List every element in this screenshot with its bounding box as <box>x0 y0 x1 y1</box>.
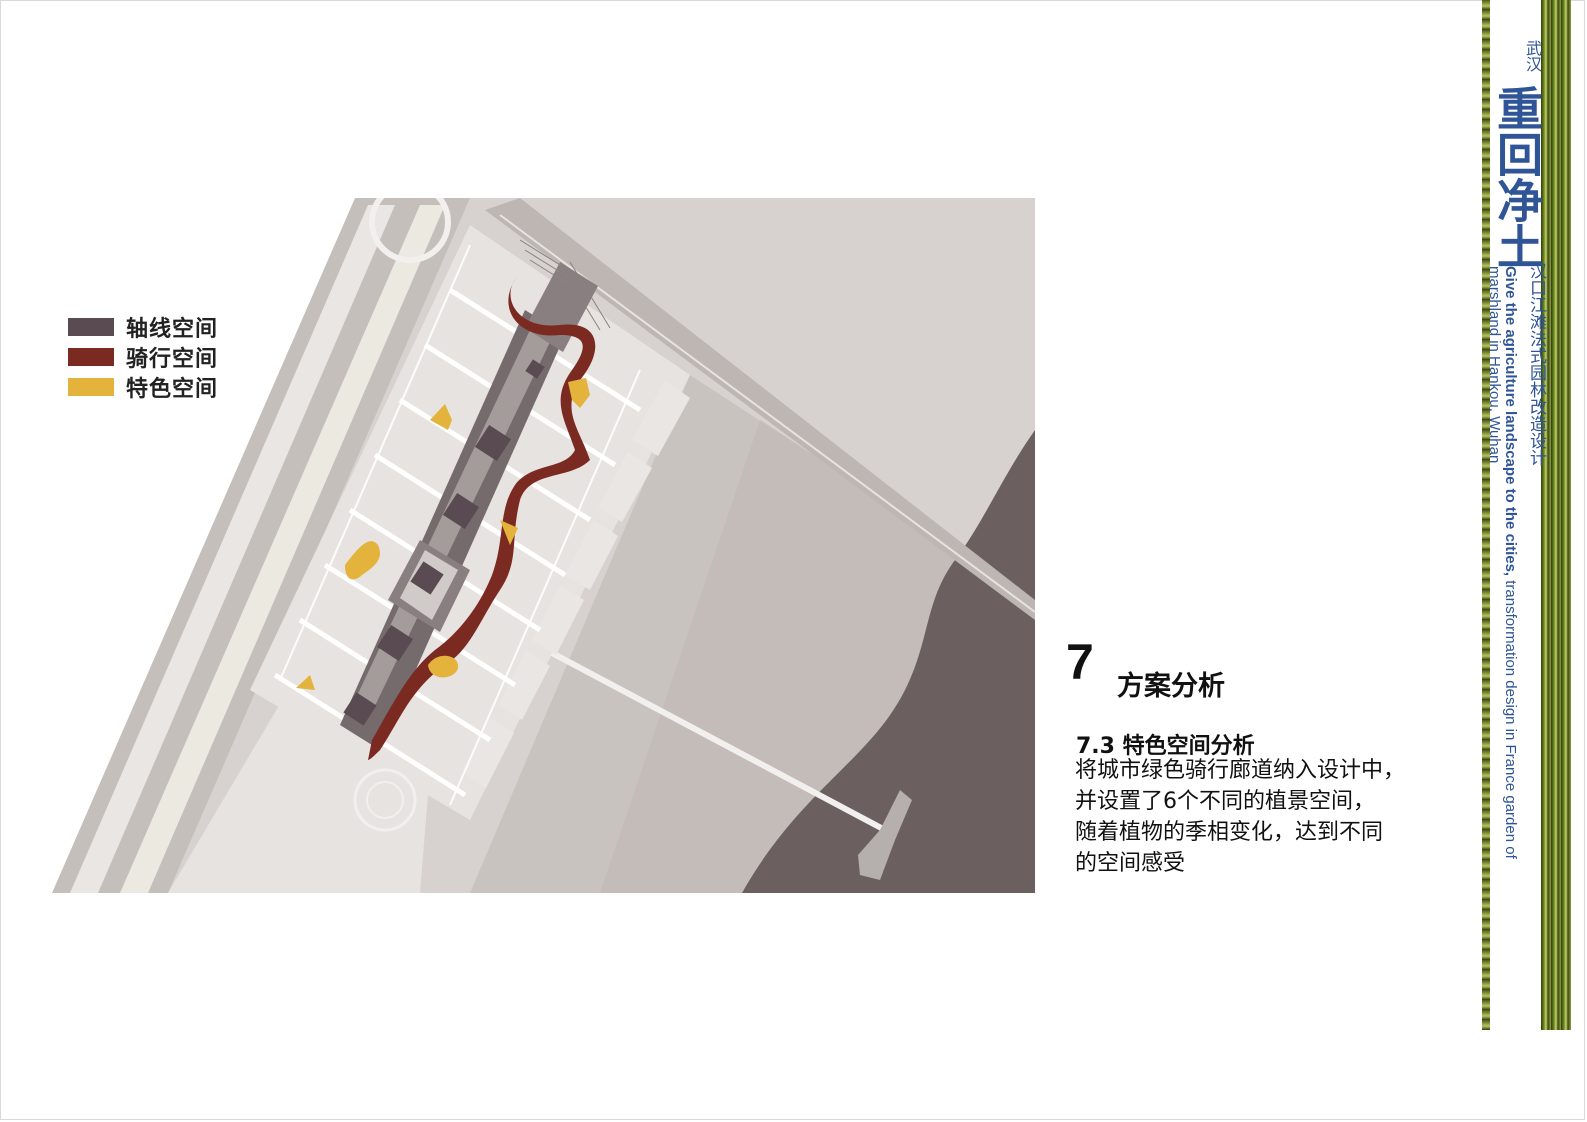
section-title: 方案分析 <box>1117 671 1225 702</box>
banner-subtitle-cn: 汉口江滩法式园林改造设计 <box>1526 262 1546 466</box>
road-lane-cream <box>120 205 445 893</box>
body-text-line: 将城市绿色骑行廊道纳入设计中， <box>1075 758 1406 783</box>
river-water <box>742 430 1035 893</box>
banner-grass-strip <box>1541 0 1571 1030</box>
banner-city: 武汉 <box>1523 40 1542 72</box>
axis-nodes <box>343 359 545 726</box>
legend-item-cycling: 骑行空间 <box>68 342 218 372</box>
banner-subtitle-en-bold: Give the agriculture landscape to the ci… <box>1502 266 1519 577</box>
banner-grass-strip-left <box>1482 0 1490 1030</box>
body-text-line: 并设置了6个不同的植景空间， <box>1075 789 1375 814</box>
sub-title: 7.3 特色空间分析 <box>1076 734 1255 759</box>
body-text-line: 的空间感受 <box>1075 851 1186 876</box>
legend-label: 骑行空间 <box>126 347 219 372</box>
boardwalk <box>550 650 887 833</box>
roundabout-lower <box>353 768 417 832</box>
pier <box>858 790 912 880</box>
parcel-blocks <box>462 380 690 788</box>
cycling-path <box>368 278 596 760</box>
legend-label: 特色空间 <box>126 377 219 402</box>
legend-swatch-feature <box>68 378 114 396</box>
banner-subtitle-en: Give the agriculture landscape to the ci… <box>1502 266 1519 859</box>
banner-title: 重回净土 <box>1490 85 1544 269</box>
section-number: 7 <box>1066 634 1094 690</box>
legend: 轴线空间 骑行空间 特色空间 <box>68 312 218 402</box>
body-text-line: 随着植物的季相变化，达到不同 <box>1075 820 1384 845</box>
legend-item-feature: 特色空间 <box>68 372 218 402</box>
legend-label: 轴线空间 <box>126 317 219 342</box>
banner-subtitle-en-line2: marshland in Hankou, Wuhan <box>1486 266 1503 464</box>
legend-swatch-cycling <box>68 348 114 366</box>
banner-background <box>1490 0 1541 1030</box>
legend-swatch-axis <box>68 318 114 336</box>
legend-item-axis: 轴线空间 <box>68 312 218 342</box>
road-lane-light <box>70 205 395 893</box>
roundabout <box>369 198 451 263</box>
hatched-plaza <box>519 239 611 331</box>
banner-subtitle-en-rest: transformation design in France garden o… <box>1502 576 1519 859</box>
feature-spaces <box>296 378 590 690</box>
